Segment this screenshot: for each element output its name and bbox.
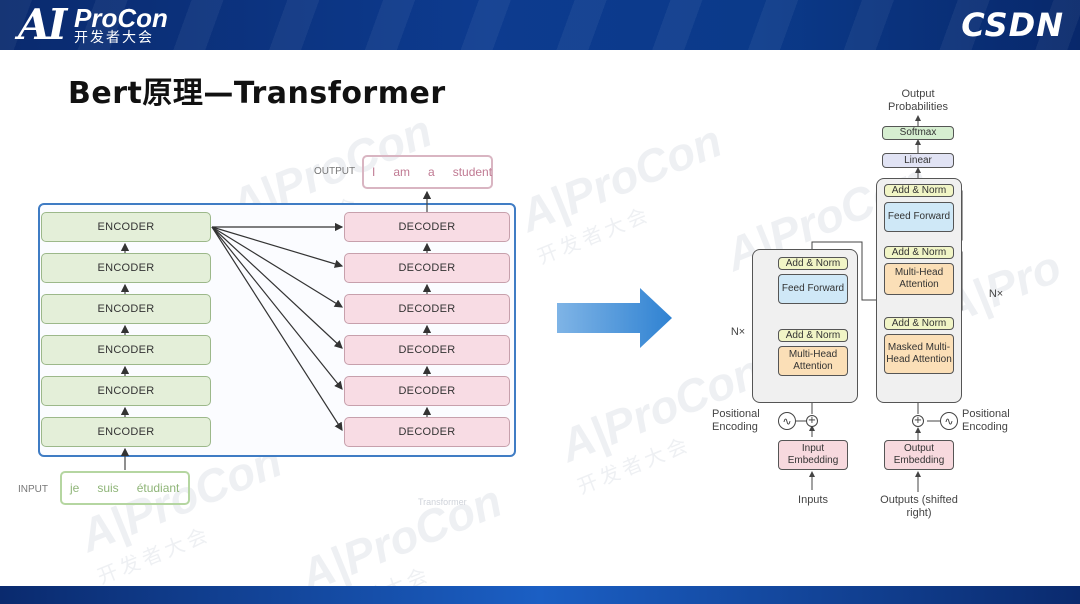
top-banner: AI ProCon 开发者大会 CSDN <box>0 0 1080 50</box>
encoder-multi-head-attention-block: Multi-Head Attention <box>778 346 848 376</box>
encoder-positional-encoding-label: Positional Encoding <box>712 408 760 433</box>
encoder-block: ENCODER <box>41 376 211 406</box>
decoder-add-norm-block: Add & Norm <box>884 184 954 197</box>
encoder-block: ENCODER <box>41 294 211 324</box>
linear-block: Linear <box>882 153 954 168</box>
output-probabilities-label: Output Probabilities <box>888 88 948 113</box>
softmax-block: Softmax <box>882 126 954 140</box>
decoder-block: DECODER <box>344 335 510 365</box>
decoder-multi-head-attention-block: Multi-Head Attention <box>884 263 954 295</box>
output-token: a <box>428 165 435 179</box>
encoder-decoder-frame <box>38 203 516 457</box>
encoder-block: ENCODER <box>41 253 211 283</box>
encoder-add-norm-block: Add & Norm <box>778 257 848 270</box>
decoder-positional-encoding-label: Positional Encoding <box>962 408 1010 433</box>
decoder-block: DECODER <box>344 417 510 447</box>
encoder-block: ENCODER <box>41 212 211 242</box>
encoder-feed-forward-block: Feed Forward <box>778 274 848 304</box>
output-label: OUTPUT <box>314 166 356 177</box>
decoder-nx-label: N× <box>988 288 1004 300</box>
output-token: am <box>393 165 411 179</box>
decoder-block: DECODER <box>344 212 510 242</box>
add-icon: + <box>912 415 924 427</box>
transition-arrow-icon <box>557 288 672 348</box>
masked-multi-head-attention-block: Masked Multi-Head Attention <box>884 334 954 374</box>
sine-wave-icon: ∿ <box>778 412 796 430</box>
input-token: suis <box>97 481 119 495</box>
decoder-feed-forward-block: Feed Forward <box>884 202 954 232</box>
decoder-add-norm-block: Add & Norm <box>884 246 954 259</box>
encoder-frame <box>752 249 858 403</box>
logo-procon-text: ProCon <box>74 3 168 33</box>
decoder-block: DECODER <box>344 294 510 324</box>
encoder-block: ENCODER <box>41 335 211 365</box>
inputs-label: Inputs <box>798 494 828 506</box>
sine-wave-icon: ∿ <box>940 412 958 430</box>
slide-title: Bert原理—Transformer <box>68 76 446 111</box>
outputs-label: Outputs (shifted right) <box>880 494 958 519</box>
input-sentence-box: je suis étudiant <box>60 471 190 505</box>
logo-subtitle: 开发者大会 <box>74 30 154 46</box>
encoder-nx-label: N× <box>730 326 746 338</box>
csdn-logo: CSDN <box>961 6 1064 44</box>
input-label: INPUT <box>18 484 48 495</box>
output-token: student <box>452 165 493 179</box>
encoder-block: ENCODER <box>41 417 211 447</box>
banner-pattern <box>0 0 1080 50</box>
input-token: étudiant <box>136 481 180 495</box>
output-embedding-block: Output Embedding <box>884 440 954 470</box>
decoder-block: DECODER <box>344 253 510 283</box>
output-sentence-box: I am a student <box>362 155 493 189</box>
logo-ai-mark: AI <box>18 0 67 49</box>
add-icon: + <box>806 415 818 427</box>
decoder-block: DECODER <box>344 376 510 406</box>
bottom-bar <box>0 586 1080 604</box>
input-embedding-block: Input Embedding <box>778 440 848 470</box>
output-token: I <box>372 165 376 179</box>
input-token: je <box>70 481 80 495</box>
encoder-add-norm-block: Add & Norm <box>778 329 848 342</box>
faint-caption: Transformer <box>418 497 467 507</box>
decoder-add-norm-block: Add & Norm <box>884 317 954 330</box>
